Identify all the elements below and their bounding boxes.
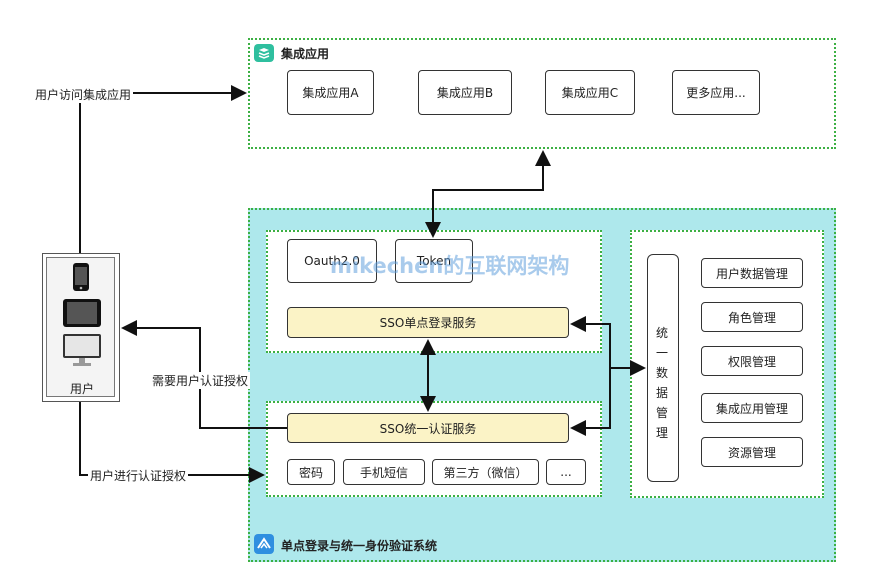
- auth-more[interactable]: ...: [546, 459, 586, 485]
- app-box-more[interactable]: 更多应用...: [672, 70, 760, 115]
- app-box-c[interactable]: 集成应用C: [545, 70, 635, 115]
- monitor-icon: [62, 333, 102, 367]
- access-arrow: [79, 85, 247, 253]
- stack-icon: [253, 43, 275, 63]
- vchar: 数: [655, 366, 668, 380]
- tablet-icon: [62, 298, 102, 328]
- watermark: mikechen的互联网架构: [330, 254, 570, 278]
- auth-third-party[interactable]: 第三方（微信）: [432, 459, 539, 485]
- app-box-a[interactable]: 集成应用A: [287, 70, 374, 115]
- shield-icon: [253, 533, 275, 555]
- oauth-box[interactable]: Oauth2.0: [287, 239, 377, 283]
- mgmt-resource[interactable]: 资源管理: [701, 437, 803, 467]
- access-label: 用户访问集成应用: [33, 86, 134, 103]
- vchar: 统: [655, 326, 668, 340]
- sso-auth-service[interactable]: SSO统一认证服务: [287, 413, 569, 443]
- app-box-b[interactable]: 集成应用B: [418, 70, 512, 115]
- do-auth-label: 用户进行认证授权: [88, 467, 189, 484]
- vchar: 管: [655, 406, 668, 420]
- do-auth-arrow: [79, 402, 265, 483]
- integrated-apps-title: 集成应用: [281, 47, 330, 61]
- integrated-apps-region: [248, 38, 836, 149]
- unified-data-mgmt-box[interactable]: 统 一 数 据 管 理: [647, 254, 679, 482]
- mgmt-user-data[interactable]: 用户数据管理: [701, 258, 803, 288]
- mgmt-role[interactable]: 角色管理: [701, 302, 803, 332]
- auth-sms[interactable]: 手机短信: [343, 459, 425, 485]
- sso-system-title: 单点登录与统一身份验证系统: [281, 539, 438, 553]
- vchar: 一: [655, 346, 668, 360]
- token-box[interactable]: Token: [395, 239, 473, 283]
- user-label: 用户: [70, 382, 95, 396]
- phone-icon: [72, 262, 90, 292]
- vchar: 据: [655, 386, 668, 400]
- sso-login-service[interactable]: SSO单点登录服务: [287, 307, 569, 338]
- unified-data-mgmt-label: 统 一 数 据 管 理: [655, 323, 669, 443]
- mgmt-permission[interactable]: 权限管理: [701, 346, 803, 376]
- vchar: 理: [655, 426, 668, 440]
- auth-password[interactable]: 密码: [287, 459, 335, 485]
- mgmt-integrated-apps[interactable]: 集成应用管理: [701, 393, 803, 423]
- need-auth-label: 需要用户认证授权: [150, 372, 251, 389]
